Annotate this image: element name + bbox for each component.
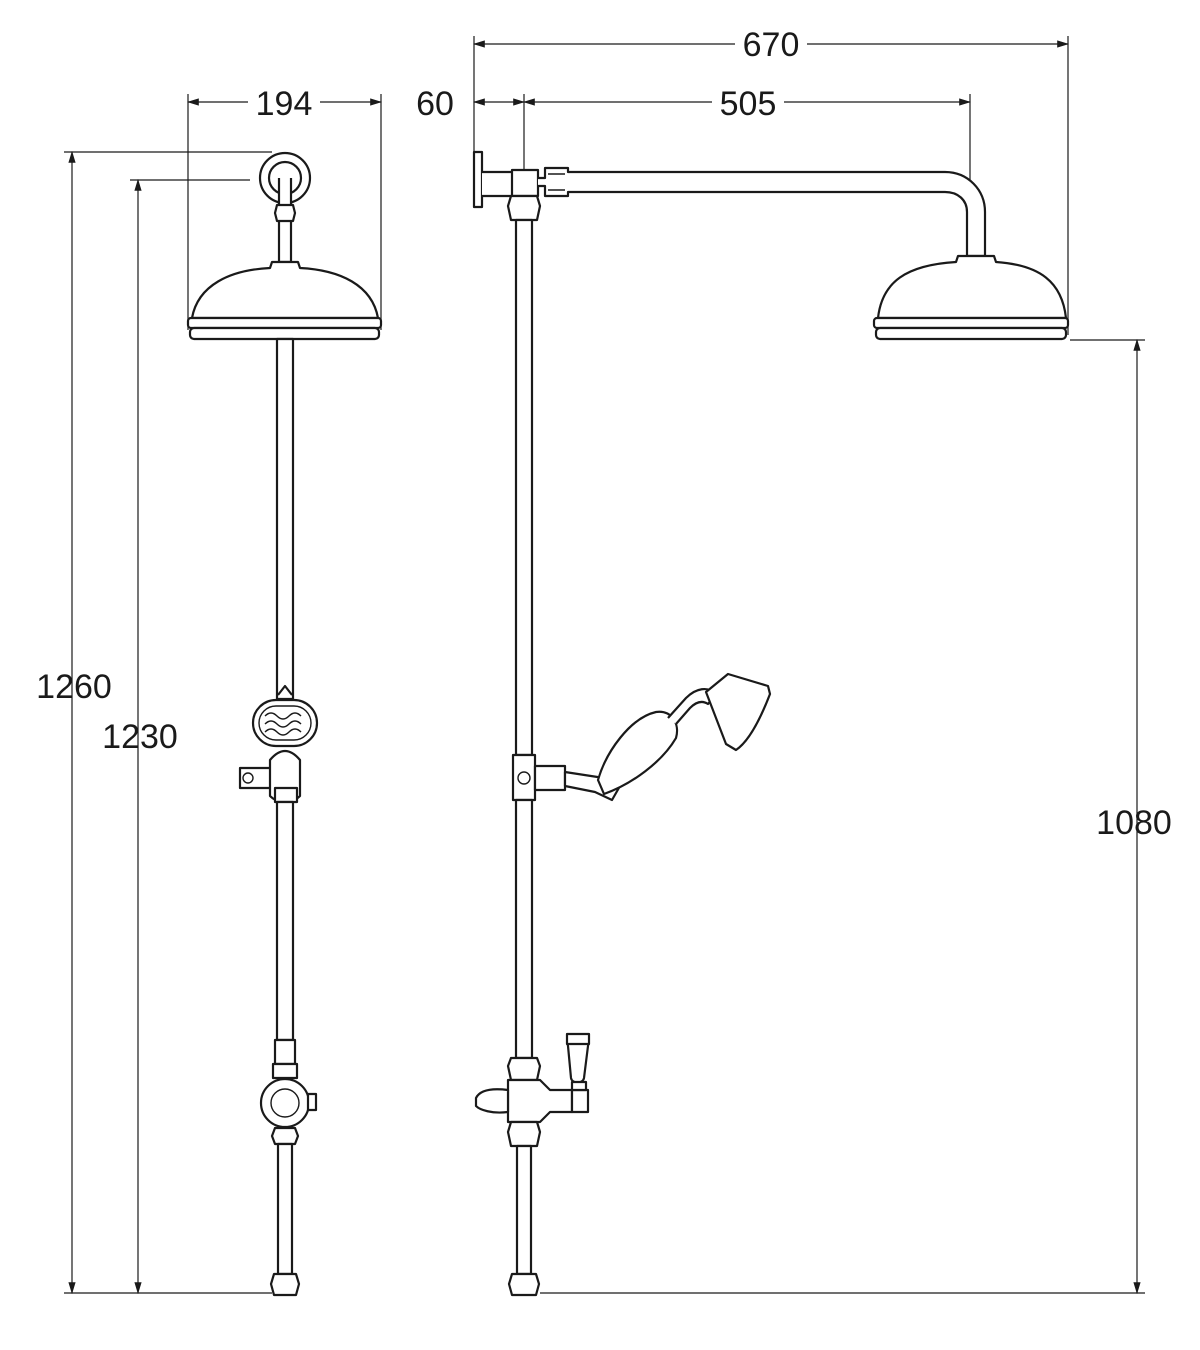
dimension-lines xyxy=(64,36,1145,1295)
dim-1260: 1260 xyxy=(36,668,112,706)
dim-505: 505 xyxy=(720,85,777,123)
dim-670: 670 xyxy=(743,26,800,64)
dimension-labels: 670 60 505 194 1260 1230 1080 xyxy=(36,26,1172,842)
front-view xyxy=(186,151,383,1297)
dim-1230: 1230 xyxy=(102,718,178,756)
dim-1080: 1080 xyxy=(1096,804,1172,842)
dim-60: 60 xyxy=(416,85,454,123)
dim-194: 194 xyxy=(256,85,313,123)
side-view xyxy=(472,150,1070,1297)
